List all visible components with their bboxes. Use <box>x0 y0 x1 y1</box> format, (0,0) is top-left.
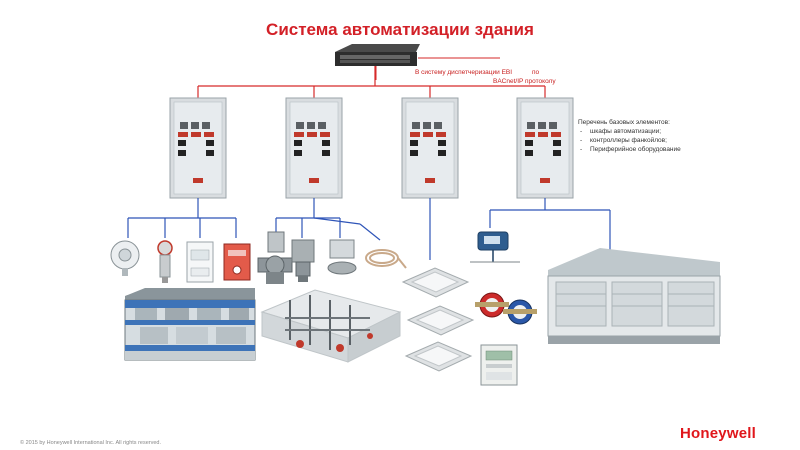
pressure-transmitter <box>157 240 173 283</box>
field-wiring <box>127 198 611 260</box>
dispatch-line-2: BACnet/IP протоколу <box>493 78 556 85</box>
ceiling-panel-3 <box>404 341 473 372</box>
automation-cabinet-3 <box>401 97 459 199</box>
dispatch-line-1: В систему диспетчеризации EBI <box>415 69 513 76</box>
ceiling-panel-2 <box>406 305 475 336</box>
air-handling-unit <box>124 288 256 361</box>
water-meter-red <box>475 292 509 318</box>
honeywell-logo: Honeywell <box>680 425 756 442</box>
base-element-item: контроллеры фанкойлов; <box>578 136 718 145</box>
page-title: Система автоматизации здания <box>266 20 534 39</box>
dispatch-note: В систему диспетчеризации EBI по BACnet/… <box>415 68 565 86</box>
heat-point-room <box>260 289 402 363</box>
heat-meter <box>470 231 520 263</box>
ceiling-panel-1 <box>401 267 470 298</box>
temperature-sensor-cable <box>365 249 407 269</box>
network-switch <box>335 44 420 66</box>
valve-actuator <box>291 239 315 282</box>
damper-actuator <box>223 243 251 281</box>
control-valve <box>257 231 293 284</box>
chiller <box>547 248 721 344</box>
dispatch-line-1-tail: по <box>531 69 540 76</box>
water-meter-blue <box>503 299 537 325</box>
copyright-footer: © 2015 by Honeywell International Inc. A… <box>20 440 162 446</box>
flow-switch <box>327 239 357 275</box>
base-elements-heading: Перечень базовых элементов: <box>578 119 670 126</box>
base-element-item: шкафы автоматизации; <box>578 127 718 136</box>
electricity-meter <box>480 344 518 386</box>
automation-cabinet-4 <box>516 97 574 199</box>
automation-cabinet-1 <box>169 97 227 199</box>
base-elements-list: Перечень базовых элементов: шкафы автома… <box>578 118 718 154</box>
base-element-item: Периферийное оборудование <box>578 145 718 154</box>
pressure-switch <box>110 240 140 276</box>
automation-cabinet-2 <box>285 97 343 199</box>
bacnet-bus <box>197 85 546 98</box>
room-thermostat <box>186 241 214 283</box>
